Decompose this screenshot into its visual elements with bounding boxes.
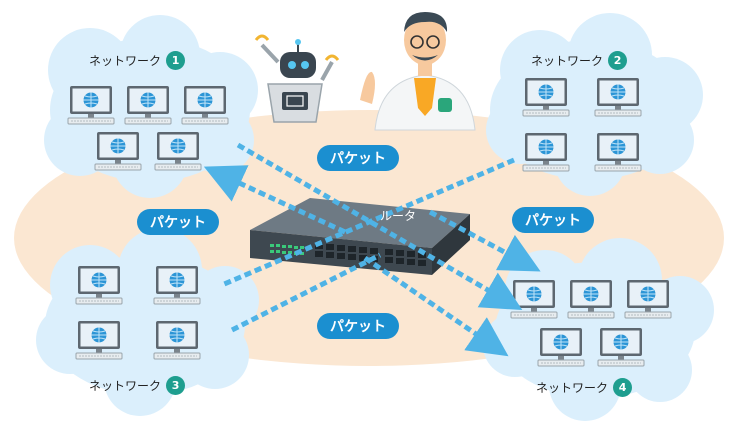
network-2-label-text: ネットワーク xyxy=(531,54,604,68)
network-4-number: 4 xyxy=(613,378,633,397)
network-3-number: 3 xyxy=(166,376,186,395)
network-2-number: 2 xyxy=(608,51,628,70)
arrow-to-network-4-a xyxy=(428,209,541,272)
network-1-number: 1 xyxy=(166,51,186,70)
network-4-label: ネットワーク 4 xyxy=(536,378,633,397)
arrow-from-network-3 xyxy=(230,252,382,333)
network-3-label: ネットワーク 3 xyxy=(89,376,186,395)
router-label: ルータ xyxy=(380,209,417,223)
robot-illustration xyxy=(254,34,340,123)
arrow-to-network-1 xyxy=(203,165,347,235)
network-4-label-text: ネットワーク xyxy=(536,381,609,395)
packet-label-bottom: パケット xyxy=(317,313,399,339)
scientist-illustration xyxy=(360,12,476,131)
network-2-label: ネットワーク 2 xyxy=(531,51,628,70)
network-1-label-text: ネットワーク xyxy=(89,54,162,68)
arrow-from-network-2 xyxy=(221,157,515,288)
packet-label-right: パケット xyxy=(512,207,594,233)
packet-label-left: パケット xyxy=(137,209,219,235)
arrow-to-network-4-b xyxy=(363,255,509,357)
network-1-label: ネットワーク 1 xyxy=(89,51,186,70)
network-1-cloud xyxy=(44,15,258,198)
packet-arrows xyxy=(203,142,541,357)
network-3-label-text: ネットワーク xyxy=(89,379,162,393)
packet-label-top: パケット xyxy=(317,145,399,171)
